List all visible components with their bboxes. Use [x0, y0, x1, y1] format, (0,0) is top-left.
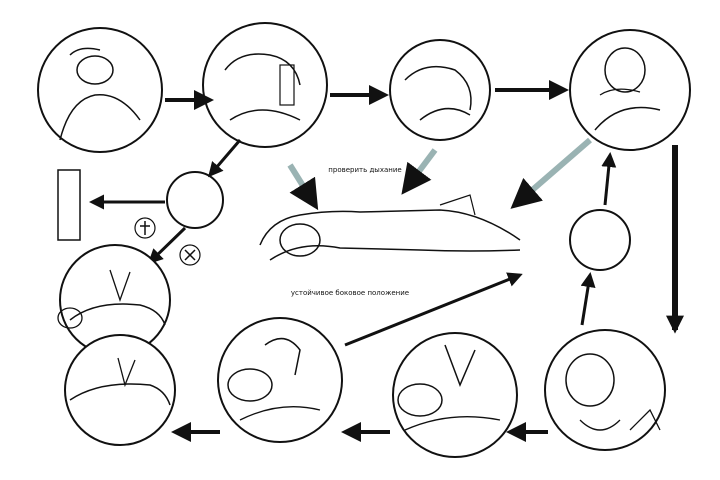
- recovery-position-label: устойчивое боковое положение: [291, 289, 409, 297]
- plus-minus-icon: [134, 217, 156, 239]
- decision-left: [166, 171, 224, 229]
- step-chin-lift: [392, 332, 518, 458]
- step-chest-compressions: [57, 244, 171, 356]
- step-check-breathing: [202, 22, 328, 148]
- call-help-box: [57, 169, 81, 241]
- step-rescue-breaths: [217, 317, 343, 443]
- arrow-to-chest-compressions: [147, 226, 187, 265]
- flow-arrows-top: [165, 80, 569, 110]
- arrow-to-decision-left: [208, 139, 242, 178]
- arrow-breaths-to-decision: [344, 272, 523, 347]
- step-look-listen-feel: [569, 29, 691, 151]
- step-airway: [389, 39, 491, 141]
- arrow-decision-to-look: [601, 152, 617, 206]
- arrow-to-decision-right: [580, 272, 596, 326]
- cross-symbol-icon: [179, 244, 201, 266]
- step-defibrillation: [544, 329, 666, 451]
- decision-right: [569, 209, 631, 271]
- step-check-consciousness: [37, 27, 163, 153]
- grey-arrows-recovery: [287, 137, 592, 211]
- step-cpr-cycle: [64, 334, 176, 446]
- breathing-check-note: проверить дыхание: [328, 166, 401, 174]
- recovery-position-figure: устойчивое боковое положение: [259, 194, 521, 297]
